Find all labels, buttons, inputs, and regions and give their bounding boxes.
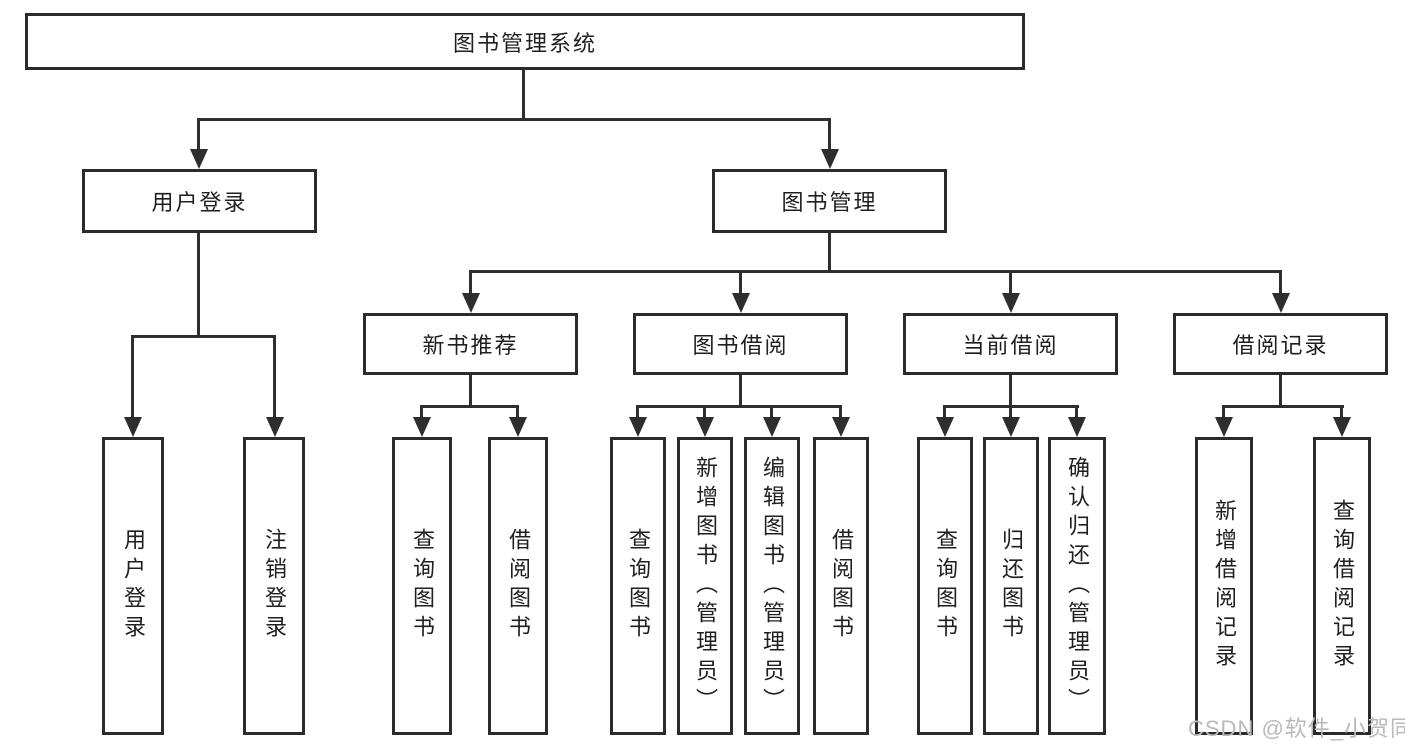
node-book-management: 图书管理: [712, 169, 947, 233]
node-leaf-return-books: 归还图书: [983, 437, 1039, 735]
node-label: 新增借阅记录: [1212, 499, 1237, 673]
node-book-borrowing: 图书借阅: [633, 313, 848, 375]
connector-line: [131, 335, 134, 420]
arrowhead-down-icon: [265, 417, 284, 437]
connector-line: [1279, 270, 1282, 296]
csdn-watermark: CSDN @软件_小贺同学: [1188, 716, 1405, 741]
arrowhead-down-icon: [820, 149, 839, 169]
connector-line: [1075, 405, 1078, 421]
node-leaf-query-borrow-record: 查询借阅记录: [1313, 437, 1371, 735]
node-label: 确认归还（管理员）: [1065, 455, 1090, 717]
connector-line: [420, 405, 423, 421]
arrowhead-down-icon: [508, 417, 527, 437]
node-root: 图书管理系统: [25, 13, 1025, 70]
arrowhead-down-icon: [831, 417, 850, 437]
arrowhead-down-icon: [1001, 417, 1020, 437]
arrowhead-down-icon: [695, 417, 714, 437]
connector-line: [839, 405, 842, 421]
node-leaf-edit-books: 编辑图书（管理员）: [744, 437, 800, 735]
arrowhead-down-icon: [628, 417, 647, 437]
node-label: 归还图书: [999, 528, 1024, 644]
connector-line: [636, 405, 842, 408]
arrowhead-down-icon: [123, 417, 142, 437]
arrowhead-down-icon: [1332, 417, 1351, 437]
node-leaf-query-books-2: 查询图书: [610, 437, 666, 735]
node-leaf-add-books: 新增图书（管理员）: [677, 437, 733, 735]
node-label: 借阅图书: [506, 528, 531, 644]
arrowhead-down-icon: [1271, 293, 1290, 313]
node-label: 图书管理系统: [452, 30, 597, 56]
connector-line: [522, 70, 525, 118]
node-label: 图书借阅: [692, 333, 789, 358]
node-borrowing-records: 借阅记录: [1173, 313, 1388, 375]
connector-line: [636, 405, 639, 421]
connector-line: [943, 405, 946, 421]
node-label: 编辑图书（管理员）: [760, 455, 785, 717]
node-label: 当前借阅: [962, 333, 1059, 358]
connector-line: [131, 335, 276, 338]
connector-line: [469, 375, 472, 408]
connector-line: [197, 118, 831, 121]
node-new-book-recommend: 新书推荐: [363, 313, 578, 375]
node-user-login: 用户登录: [82, 169, 317, 233]
arrowhead-down-icon: [1214, 417, 1233, 437]
connector-line: [1009, 405, 1012, 421]
connector-line: [1340, 405, 1343, 421]
connector-line: [828, 118, 831, 152]
connector-line: [770, 405, 773, 421]
arrowhead-down-icon: [189, 149, 208, 169]
node-label: 查询借阅记录: [1330, 499, 1355, 673]
arrowhead-down-icon: [731, 293, 750, 313]
node-label: 查询图书: [626, 528, 651, 644]
connector-line: [739, 270, 742, 296]
node-leaf-confirm-return: 确认归还（管理员）: [1048, 437, 1106, 735]
node-label: 注销登录: [262, 528, 287, 644]
arrowhead-down-icon: [1001, 293, 1020, 313]
connector-line: [420, 405, 519, 408]
connector-line: [197, 233, 200, 338]
connector-line: [469, 270, 472, 296]
node-leaf-borrow-books-1: 借阅图书: [488, 437, 548, 735]
node-leaf-query-books-3: 查询图书: [917, 437, 973, 735]
connector-line: [1009, 375, 1012, 408]
node-label: 借阅图书: [829, 528, 854, 644]
node-label: 查询图书: [410, 528, 435, 644]
connector-line: [703, 405, 706, 421]
node-label: 新书推荐: [422, 333, 519, 358]
node-leaf-logout: 注销登录: [243, 437, 305, 735]
node-label: 借阅记录: [1232, 333, 1329, 358]
connector-line: [197, 118, 200, 152]
node-leaf-query-books-1: 查询图书: [392, 437, 452, 735]
node-leaf-borrow-books-2: 借阅图书: [813, 437, 869, 735]
connector-line: [828, 233, 831, 273]
connector-line: [1222, 405, 1344, 408]
arrowhead-down-icon: [762, 417, 781, 437]
arrowhead-down-icon: [1067, 417, 1086, 437]
connector-line: [1279, 375, 1282, 408]
node-current-borrowing: 当前借阅: [903, 313, 1118, 375]
connector-line: [273, 335, 276, 420]
node-leaf-user-login: 用户登录: [102, 437, 164, 735]
connector-line: [739, 375, 742, 408]
node-label: 用户登录: [121, 528, 146, 644]
connector-line: [516, 405, 519, 421]
node-label: 查询图书: [933, 528, 958, 644]
connector-line: [1222, 405, 1225, 421]
arrowhead-down-icon: [412, 417, 431, 437]
connector-line: [1009, 270, 1012, 296]
node-label: 用户登录: [151, 190, 248, 215]
arrowhead-down-icon: [461, 293, 480, 313]
connector-line: [469, 270, 1282, 273]
arrowhead-down-icon: [935, 417, 954, 437]
node-leaf-add-borrow-record: 新增借阅记录: [1195, 437, 1253, 735]
node-label: 图书管理: [781, 190, 878, 215]
node-label: 新增图书（管理员）: [693, 455, 718, 717]
